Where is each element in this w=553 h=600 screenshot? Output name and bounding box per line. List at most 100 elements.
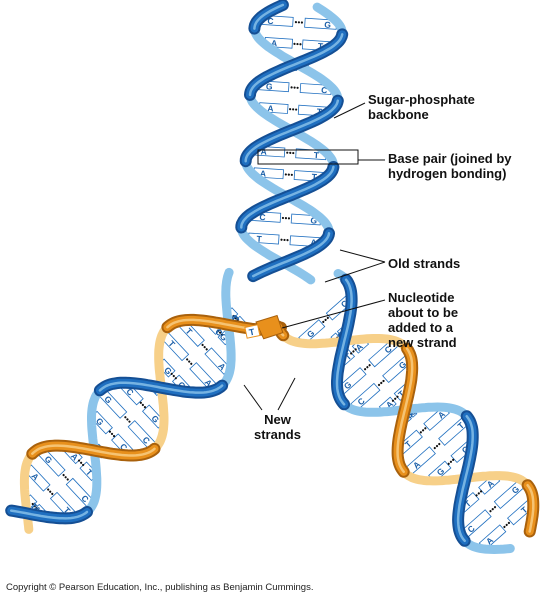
base-letter: A [310,237,317,247]
base-pair: GC [98,388,157,451]
nucleotide-base-letter: T [248,327,256,338]
hydrogen-bond-dot [82,463,85,467]
base-pair-bar: AT [161,331,218,392]
base-letter: T [318,41,325,51]
hydrogen-bond-dot [293,42,296,45]
hydrogen-bond-dot [188,360,191,363]
hydrogen-bond-dot [438,442,441,446]
hydrogen-bond-dot [352,350,355,353]
base-letter: G [324,20,332,30]
pointer-lines-layer [243,102,386,411]
hydrogen-bond-dot [366,366,369,369]
hydrogen-bond-dot [419,431,422,434]
hydrogen-bond-dot [49,490,52,493]
base-letter: T [166,338,177,349]
hydrogen-bond-dot [112,434,116,438]
hydrogen-bond-dot [77,459,81,462]
hydrogen-bond-dot [350,352,353,355]
pointer-line [281,299,386,329]
hydrogen-bond-dot [218,331,222,334]
base-pair-bar: CG [460,479,526,539]
hydrogen-bond-dot [292,151,295,155]
base-pair: CG [120,381,166,429]
base-letter: T [403,438,414,449]
hydrogen-bond-dot [190,362,193,365]
label-old-strands: Old strands [388,256,460,271]
top-helix-strand-a-front-highlight [244,99,340,163]
base-letter: A [203,377,214,388]
base-letter: T [29,501,40,512]
hydrogen-bond-dot [433,446,436,450]
hydrogen-bond-dot [449,460,453,463]
base-letter: G [342,379,354,391]
hydrogen-bond-dot [143,406,147,409]
base-letter: T [396,388,407,399]
hydrogen-bond-dot [287,217,291,220]
nucleotide-base [244,324,261,339]
hydrogen-bond-dot [110,432,114,435]
hydrogen-bond-dot [108,430,112,433]
base-letter: C [382,344,393,356]
base-letter: T [519,504,530,515]
hydrogen-bond-dot [368,364,371,367]
hydrogen-bond-dot [170,372,173,375]
hydrogen-bond-dot [139,401,142,404]
top-helix-strand-a-front-highlight [251,232,331,278]
base-letter: C [140,435,151,446]
hydrogen-bond-dot [79,461,83,464]
base-letter: A [216,361,227,372]
hydrogen-bond-dot [289,108,292,111]
hydrogen-bond-dot [382,379,385,383]
base-pair: CG [460,479,526,539]
base-letter: T [256,234,263,244]
hydrogen-bond-dot [447,462,450,465]
label-nucleotide: Nucleotide about to be added to a new st… [388,290,458,350]
base-pair-bracket [257,149,359,165]
label-line: Nucleotide [388,290,455,305]
hydrogen-bond-dot [377,383,381,387]
hydrogen-bond-dot [491,508,494,511]
base-pair-bar: GC [336,339,398,396]
base-pair-bar: CG [37,447,95,508]
hydrogen-bond-dot [286,239,289,242]
base-letter: C [259,212,266,222]
label-line: strands [254,427,301,442]
hydrogen-bond-dot [300,21,304,24]
base-letter: G [510,484,522,496]
hydrogen-bond-dot [186,358,189,361]
base-letter: T [84,467,95,478]
label-line: Sugar-phosphate [368,92,475,107]
hydrogen-bond-dot [421,429,425,432]
base-letter: A [354,341,365,353]
base-letter: A [384,399,395,411]
base-letter: C [124,386,135,397]
base-letter: G [266,81,274,91]
left-branch-strand-b-front-highlight [31,444,156,457]
base-pair-bar: TA [404,416,470,476]
base-pair-bar: CG [120,381,166,429]
base-letter: A [436,409,447,421]
right-branch-strand-b-front-highlight [396,347,414,474]
hydrogen-bond-dot [475,494,478,497]
hydrogen-bond-dot [290,86,293,89]
base-pair: GC [336,339,398,396]
base-pair: TA [24,464,77,519]
hydrogen-bond-dot [284,217,288,220]
base-letter: C [213,326,224,337]
hydrogen-bond-dot [435,444,439,448]
base-pair-bar: GC [98,388,157,451]
base-letter: C [355,396,366,408]
hydrogen-bond-dot [292,108,295,111]
hydrogen-bond-dot [297,21,301,24]
base-letter: A [260,168,267,178]
hydrogen-bond-dot [232,314,235,318]
label-line: about to be [388,305,459,320]
base-letter: G [397,359,409,371]
base-letter: T [311,172,318,182]
base-letter: G [218,331,230,343]
base-pair: AT [161,331,218,392]
hydrogen-bond-dot [354,348,357,351]
